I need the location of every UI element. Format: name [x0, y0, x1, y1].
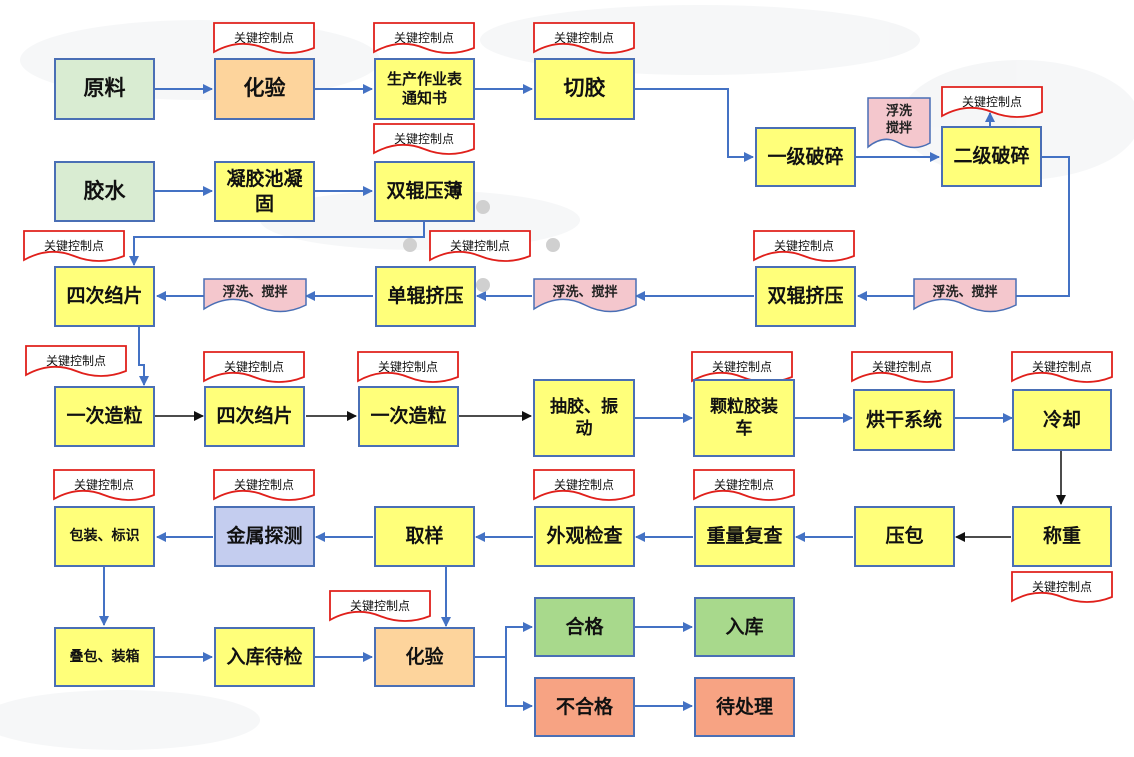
node-weigh: 称重: [1012, 506, 1112, 567]
node-test1: 化验: [214, 58, 315, 120]
key-control-tag-double-roll: 关键控制点: [773, 238, 834, 253]
key-control-tag-dryer: 关键控制点: [871, 359, 932, 374]
connector-lines-black: [155, 411, 1066, 542]
key-control-tag-gran1b: 关键控制点: [377, 359, 438, 374]
node-stack: 叠包、装箱: [54, 627, 155, 687]
node-raw: 原料: [54, 58, 155, 120]
node-pass: 合格: [534, 597, 635, 657]
key-control-tag-cart: 关键控制点: [711, 359, 772, 374]
key-control-tag-cool: 关键控制点: [1031, 359, 1092, 374]
node-slice4b: 四次绉片: [204, 386, 305, 447]
node-slice4a: 四次绉片: [54, 266, 155, 327]
node-test2: 化验: [374, 627, 475, 687]
wash-label-1: 浮洗 搅拌: [885, 104, 912, 136]
node-storage-wait: 入库待检: [214, 627, 315, 687]
wash-label-2: 浮洗、搅拌: [222, 284, 288, 300]
key-control-tag-crush2: 关键控制点: [961, 94, 1022, 109]
node-coag: 凝胶池凝固: [214, 161, 315, 222]
wash-label-3: 浮洗、搅拌: [552, 284, 618, 300]
node-fail: 不合格: [534, 677, 635, 737]
key-control-tag-notice: 关键控制点: [393, 30, 454, 45]
node-notice: 生产作业表 通知书: [374, 58, 475, 120]
key-control-tag-slice4a: 关键控制点: [43, 238, 104, 253]
wash-shapes: [203, 97, 1017, 313]
node-visual-check: 外观检查: [534, 506, 635, 567]
key-control-tag-cut: 关键控制点: [553, 30, 614, 45]
key-control-tags: [23, 22, 1113, 622]
key-control-tag-weight: 关键控制点: [713, 477, 774, 492]
node-double-roll: 双辊挤压: [755, 266, 856, 327]
key-control-tag-test1: 关键控制点: [233, 30, 294, 45]
node-cart: 颗粒胶装 车: [693, 379, 795, 457]
key-control-tag-weigh: 关键控制点: [1031, 579, 1092, 594]
node-cut: 切胶: [534, 58, 635, 120]
decorative-markers: [403, 200, 560, 292]
node-cool: 冷却: [1012, 389, 1112, 451]
node-pack: 包装、标识: [54, 506, 155, 567]
node-crush2: 二级破碎: [941, 126, 1042, 187]
node-metal: 金属探测: [214, 506, 315, 567]
key-control-tag-pack: 关键控制点: [73, 477, 134, 492]
node-gran1b: 一次造粒: [358, 386, 459, 447]
node-sample: 取样: [374, 506, 475, 567]
node-dryer: 烘干系统: [853, 389, 955, 451]
key-control-tag-metal: 关键控制点: [233, 477, 294, 492]
key-control-tag-roll-thin: 关键控制点: [393, 131, 454, 146]
node-crush1: 一级破碎: [755, 127, 856, 187]
node-roll-thin: 双辊压薄: [374, 161, 475, 222]
node-pending: 待处理: [694, 677, 795, 737]
node-single-roll: 单辊挤压: [375, 266, 476, 327]
node-gran1a: 一次造粒: [54, 386, 155, 447]
key-control-tag-visual: 关键控制点: [553, 477, 614, 492]
node-storage: 入库: [694, 597, 795, 657]
node-weight-check: 重量复查: [694, 506, 795, 567]
key-control-tag-gran1a: 关键控制点: [45, 353, 106, 368]
key-control-tag-test2: 关键控制点: [349, 598, 410, 613]
node-vibrate: 抽胶、振 动: [533, 379, 635, 457]
key-control-tag-single-roll: 关键控制点: [449, 238, 510, 253]
node-glue: 胶水: [54, 161, 155, 222]
node-press: 压包: [854, 506, 955, 567]
key-control-tag-slice4b: 关键控制点: [223, 359, 284, 374]
wash-label-4: 浮洗、搅拌: [932, 284, 998, 300]
